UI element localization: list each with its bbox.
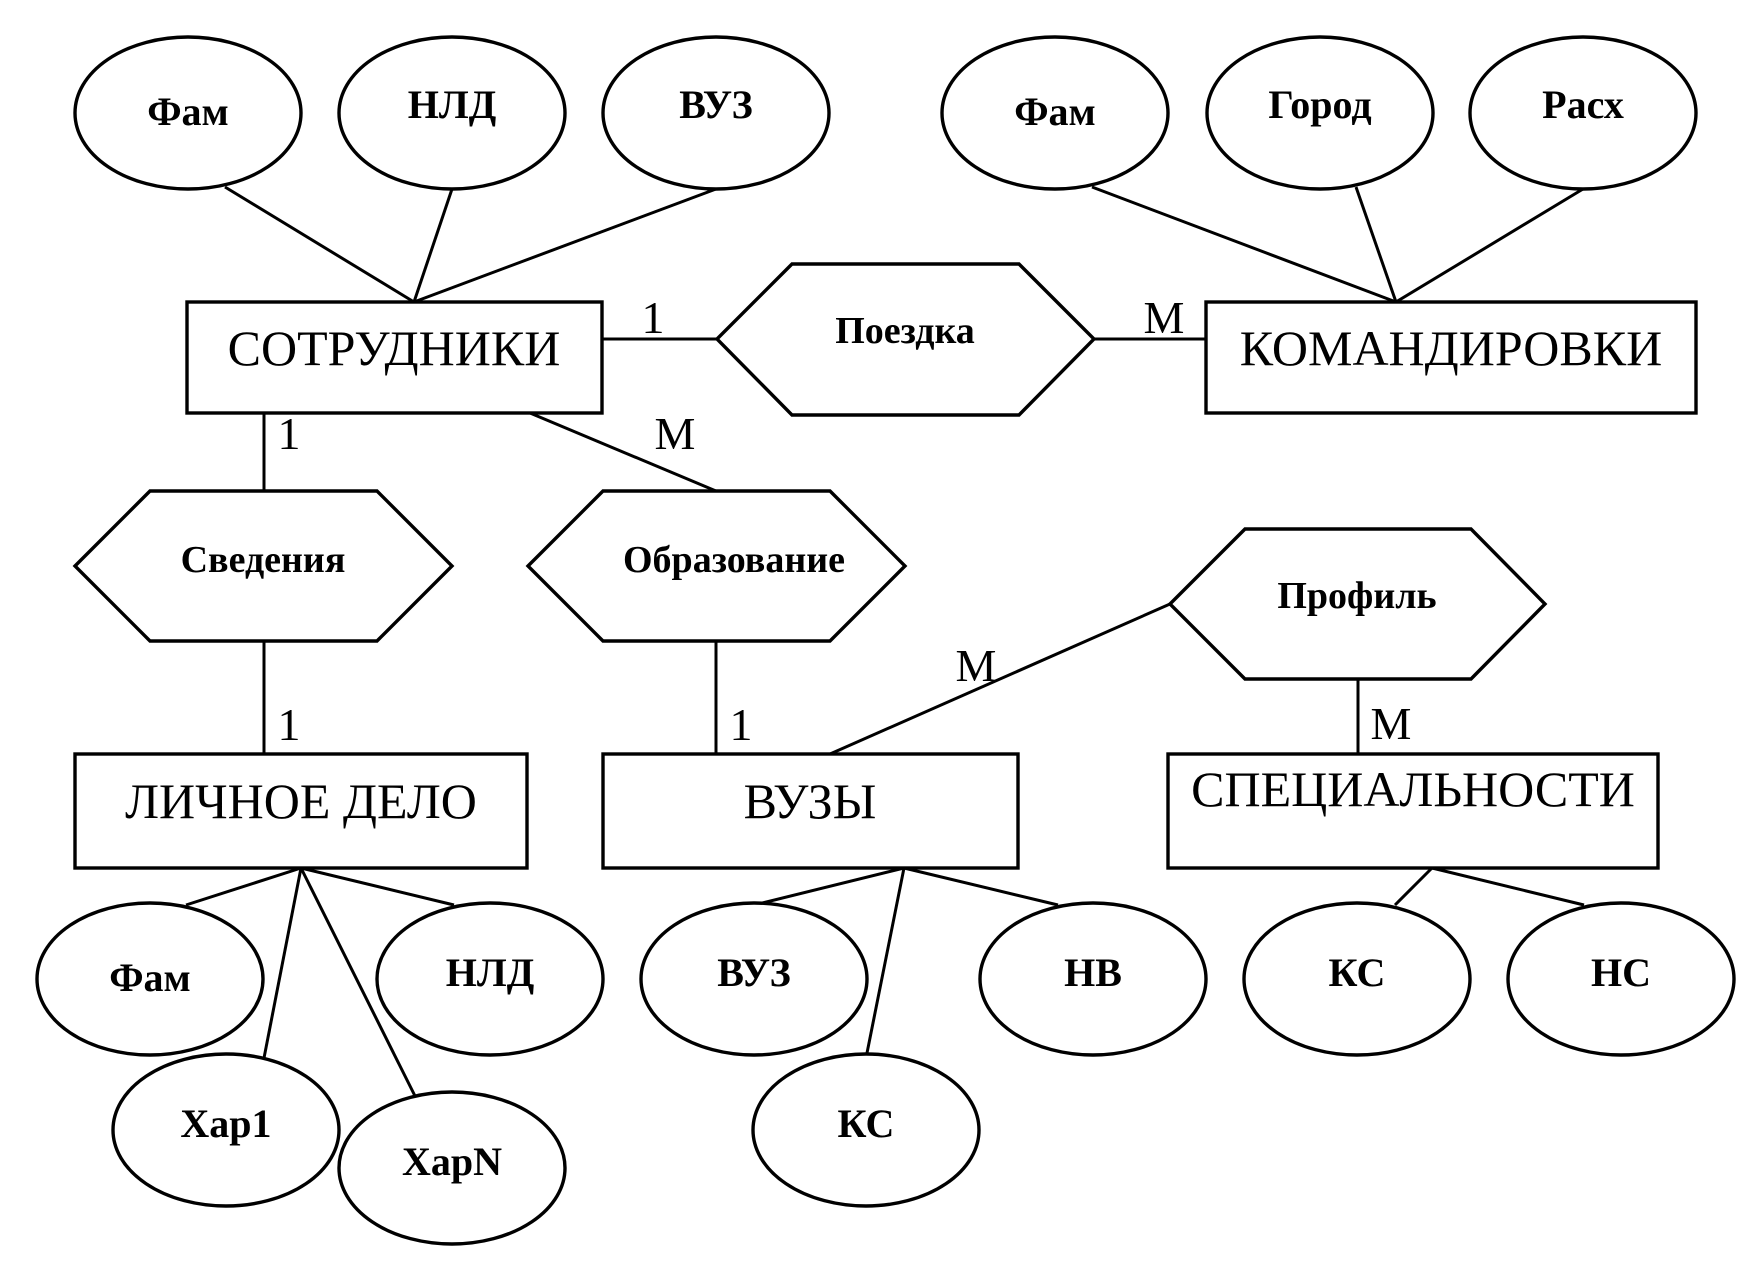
- svg-text:ХарN: ХарN: [402, 1139, 502, 1184]
- relationship-profile[interactable]: Профиль: [1167, 527, 1548, 681]
- svg-text:Расх: Расх: [1542, 82, 1624, 127]
- attribute-pf-charn[interactable]: ХарN: [337, 1090, 567, 1246]
- svg-text:НС: НС: [1591, 950, 1651, 995]
- edge-trips-city: [1354, 186, 1398, 303]
- entity-personal-file[interactable]: ЛИЧНОЕ ДЕЛО: [73, 752, 529, 870]
- edge-employees-nld: [412, 188, 454, 303]
- svg-text:СОТРУДНИКИ: СОТРУДНИКИ: [228, 320, 561, 376]
- cardinality-trip-trips: M: [1144, 292, 1185, 343]
- svg-text:ЛИЧНОЕ ДЕЛО: ЛИЧНОЕ ДЕЛО: [125, 773, 477, 829]
- edge-un-ks: [864, 867, 906, 1059]
- svg-text:Фам: Фам: [147, 89, 229, 134]
- attribute-employees-fam[interactable]: Фам: [73, 35, 303, 191]
- svg-text:КОМАНДИРОВКИ: КОМАНДИРОВКИ: [1240, 320, 1662, 376]
- svg-text:НВ: НВ: [1064, 950, 1122, 995]
- attribute-trips-fam[interactable]: Фам: [940, 35, 1170, 191]
- cardinality-universities-profile: M: [956, 640, 997, 691]
- relationship-education[interactable]: Образование: [525, 489, 908, 643]
- svg-text:Профиль: Профиль: [1277, 575, 1436, 617]
- svg-text:НЛД: НЛД: [446, 950, 534, 995]
- edge-pf-nld: [300, 866, 455, 907]
- attribute-pf-fam[interactable]: Фам: [35, 901, 265, 1057]
- edge-trips-fam: [1091, 185, 1397, 304]
- relationship-trip[interactable]: Поездка: [714, 262, 1097, 417]
- entity-trips[interactable]: КОМАНДИРОВКИ: [1204, 300, 1698, 415]
- cardinality-employees-trip: 1: [642, 292, 665, 343]
- svg-text:КС: КС: [838, 1101, 895, 1146]
- svg-text:Сведения: Сведения: [181, 539, 346, 581]
- edge-employees-fam: [224, 185, 415, 304]
- attribute-un-vuz[interactable]: ВУЗ: [639, 901, 869, 1057]
- edge-pf-charn: [299, 867, 417, 1097]
- svg-text:ВУЗ: ВУЗ: [679, 82, 752, 127]
- svg-text:Образование: Образование: [623, 539, 845, 581]
- entity-specialties[interactable]: СПЕЦИАЛЬНОСТИ: [1166, 752, 1660, 870]
- svg-text:ВУЗЫ: ВУЗЫ: [744, 773, 877, 829]
- cardinality-employees-info: 1: [278, 408, 301, 459]
- cardinality-info-personal-file: 1: [278, 699, 301, 750]
- svg-text:ВУЗ: ВУЗ: [717, 950, 790, 995]
- attribute-sp-ns[interactable]: НС: [1506, 901, 1736, 1057]
- entity-employees[interactable]: СОТРУДНИКИ: [185, 300, 604, 415]
- entity-universities[interactable]: ВУЗЫ: [601, 752, 1020, 870]
- edge-un-nv: [903, 866, 1059, 907]
- attribute-pf-char1[interactable]: Хар1: [111, 1052, 341, 1208]
- edges: [185, 185, 1585, 1097]
- attribute-pf-nld[interactable]: НЛД: [375, 901, 605, 1057]
- attribute-trips-expenses[interactable]: Расх: [1468, 35, 1698, 191]
- attribute-trips-city[interactable]: Город: [1205, 35, 1435, 191]
- svg-text:Фам: Фам: [109, 955, 191, 1000]
- svg-text:Хар1: Хар1: [180, 1101, 271, 1146]
- edge-universities-profile: [829, 602, 1171, 756]
- edge-pf-char1: [262, 867, 303, 1059]
- svg-text:КС: КС: [1329, 950, 1386, 995]
- attribute-sp-ks[interactable]: КС: [1242, 901, 1472, 1057]
- svg-text:НЛД: НЛД: [408, 82, 496, 127]
- svg-text:СПЕЦИАЛЬНОСТИ: СПЕЦИАЛЬНОСТИ: [1191, 761, 1635, 817]
- attribute-employees-vuz[interactable]: ВУЗ: [601, 35, 831, 191]
- svg-text:Фам: Фам: [1014, 89, 1096, 134]
- relationship-info[interactable]: Сведения: [72, 489, 455, 643]
- edge-sp-ns: [1431, 866, 1585, 907]
- cardinality-profile-specialties: M: [1371, 698, 1412, 749]
- edge-sp-ks: [1393, 866, 1434, 907]
- edge-employees-education: [529, 411, 717, 493]
- attribute-un-ks[interactable]: КС: [751, 1052, 981, 1208]
- cardinality-education-universities: 1: [730, 699, 753, 750]
- edge-employees-vuz: [413, 187, 717, 304]
- edge-pf-fam: [185, 866, 302, 907]
- cardinality-employees-education: M: [655, 408, 696, 459]
- edge-trips-expenses: [1395, 187, 1584, 304]
- svg-text:Поездка: Поездка: [835, 310, 975, 352]
- edge-un-vuz: [753, 866, 905, 907]
- attribute-un-nv[interactable]: НВ: [978, 901, 1208, 1057]
- attribute-employees-nld[interactable]: НЛД: [337, 35, 567, 191]
- svg-text:Город: Город: [1268, 82, 1371, 127]
